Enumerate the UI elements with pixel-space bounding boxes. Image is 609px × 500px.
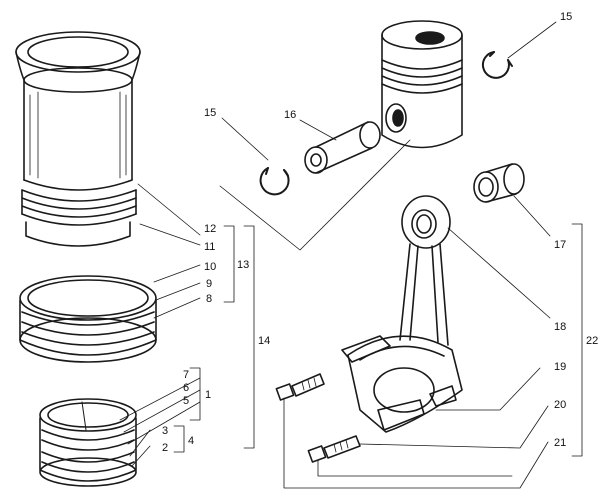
callout-5: 5: [183, 395, 189, 407]
callout-15-right: 15: [560, 11, 572, 23]
callout-17: 17: [554, 239, 566, 251]
callout-labels: 12 11 10 9 8 13 14 7 6 5 1 3 2 4 15 16 1…: [162, 11, 598, 454]
rod-bolt-lower: [307, 435, 361, 463]
rod-bolt-upper: [275, 373, 325, 401]
callout-21: 21: [554, 437, 566, 449]
callout-15-left: 15: [204, 107, 216, 119]
connecting-rod: [341, 195, 463, 433]
callout-16: 16: [284, 109, 296, 121]
callout-14: 14: [258, 335, 270, 347]
circlip-left: [259, 167, 290, 196]
ring-set-lower: [39, 398, 137, 487]
callout-8: 8: [206, 293, 212, 305]
callout-7: 7: [183, 369, 189, 381]
callout-19: 19: [554, 361, 566, 373]
callout-9: 9: [206, 278, 212, 290]
callout-10: 10: [204, 261, 216, 273]
ring-set-13: [19, 275, 157, 363]
callout-18: 18: [554, 321, 566, 333]
callout-11: 11: [204, 241, 215, 253]
piston: [381, 20, 463, 149]
callout-2: 2: [162, 442, 168, 454]
leader-lines: [119, 21, 583, 489]
piston-pin: [304, 121, 381, 174]
circlip-right: [481, 51, 513, 79]
callout-1: 1: [205, 389, 211, 401]
cylinder-liner: [15, 31, 141, 247]
callout-12: 12: [204, 223, 216, 235]
callout-3: 3: [162, 425, 168, 437]
callout-13: 13: [237, 259, 249, 271]
callout-4: 4: [188, 435, 194, 447]
callout-20: 20: [554, 399, 566, 411]
callout-6: 6: [183, 382, 189, 394]
callout-22: 22: [586, 335, 598, 347]
small-end-bushing: [473, 163, 525, 203]
